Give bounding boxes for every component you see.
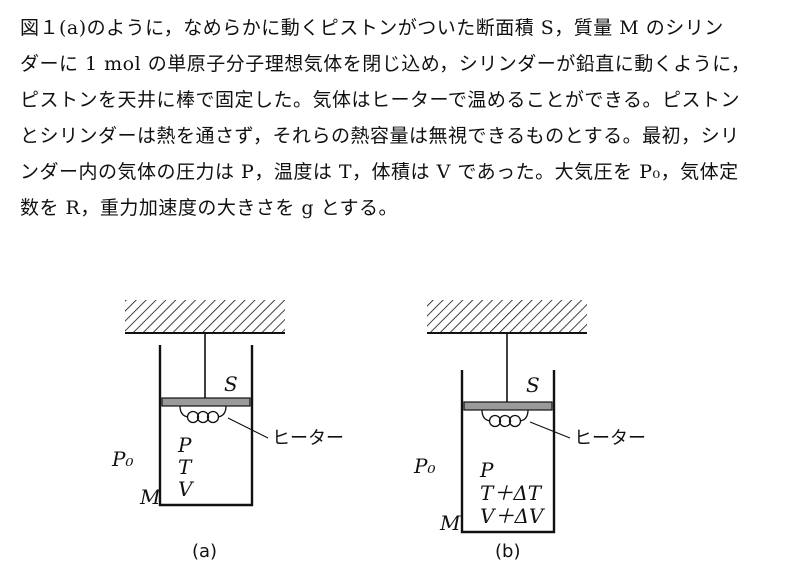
- problem-text: 図１(a)のように，なめらかに動くピストンがついた断面積 S，質量 M のシリン…: [20, 10, 800, 226]
- outside-pressure-b: P₀: [413, 454, 435, 478]
- figure-a: ヒーター S P₀ P T V M (a): [111, 300, 344, 562]
- heater-leader-b: [529, 421, 571, 439]
- mass-label-b: M: [439, 511, 461, 535]
- cylinder-a: [158, 345, 254, 507]
- gas-t-a: T: [178, 455, 193, 479]
- caption-b: (b): [495, 541, 520, 562]
- heater-coil-b: [481, 409, 529, 428]
- gas-t-b: T＋ΔT: [480, 481, 543, 505]
- mass-label-a: M: [139, 485, 161, 509]
- area-label-a: S: [224, 372, 238, 396]
- ceiling-hatch-a: [125, 300, 285, 333]
- gas-v-a: V: [178, 477, 195, 501]
- problem-line-3: ピストンを天井に棒で固定した。気体はヒーターで温めることができる。ピストン: [20, 89, 740, 111]
- gas-p-b: P: [479, 458, 494, 482]
- piston-b: [463, 401, 553, 411]
- problem-line-2: ダーに 1 mol の単原子分子理想気体を閉じ込め，シリンダーが鉛直に動くように…: [20, 53, 751, 75]
- outside-pressure-a: P₀: [111, 447, 133, 471]
- heater-label-a: ヒーター: [272, 428, 344, 449]
- problem-line-1: 図１(a)のように，なめらかに動くピストンがついた断面積 S，質量 M のシリン: [20, 17, 724, 39]
- heater-label-b: ヒーター: [574, 428, 646, 449]
- problem-line-5: ンダー内の気体の圧力は P，温度は T，体積は V であった。大気圧を P₀，気…: [20, 161, 739, 183]
- figure-b: ヒーター S P₀ P T＋ΔT V＋ΔV M (b): [413, 300, 646, 562]
- problem-line-4: とシリンダーは熱を通さず，それらの熱容量は無視できるものとする。最初，シリ: [20, 125, 740, 147]
- problem-line-6: 数を R，重力加速度の大きさを g とする。: [20, 197, 399, 219]
- ceiling-hatch-b: [427, 300, 587, 333]
- caption-a: (a): [192, 541, 217, 562]
- area-label-b: S: [526, 373, 540, 397]
- heater-coil-a: [179, 405, 227, 424]
- heater-leader-a: [227, 417, 269, 439]
- gas-p-a: P: [177, 433, 192, 457]
- gas-v-b: V＋ΔV: [480, 504, 546, 528]
- cylinder-b: [460, 370, 556, 534]
- piston-a: [161, 397, 251, 407]
